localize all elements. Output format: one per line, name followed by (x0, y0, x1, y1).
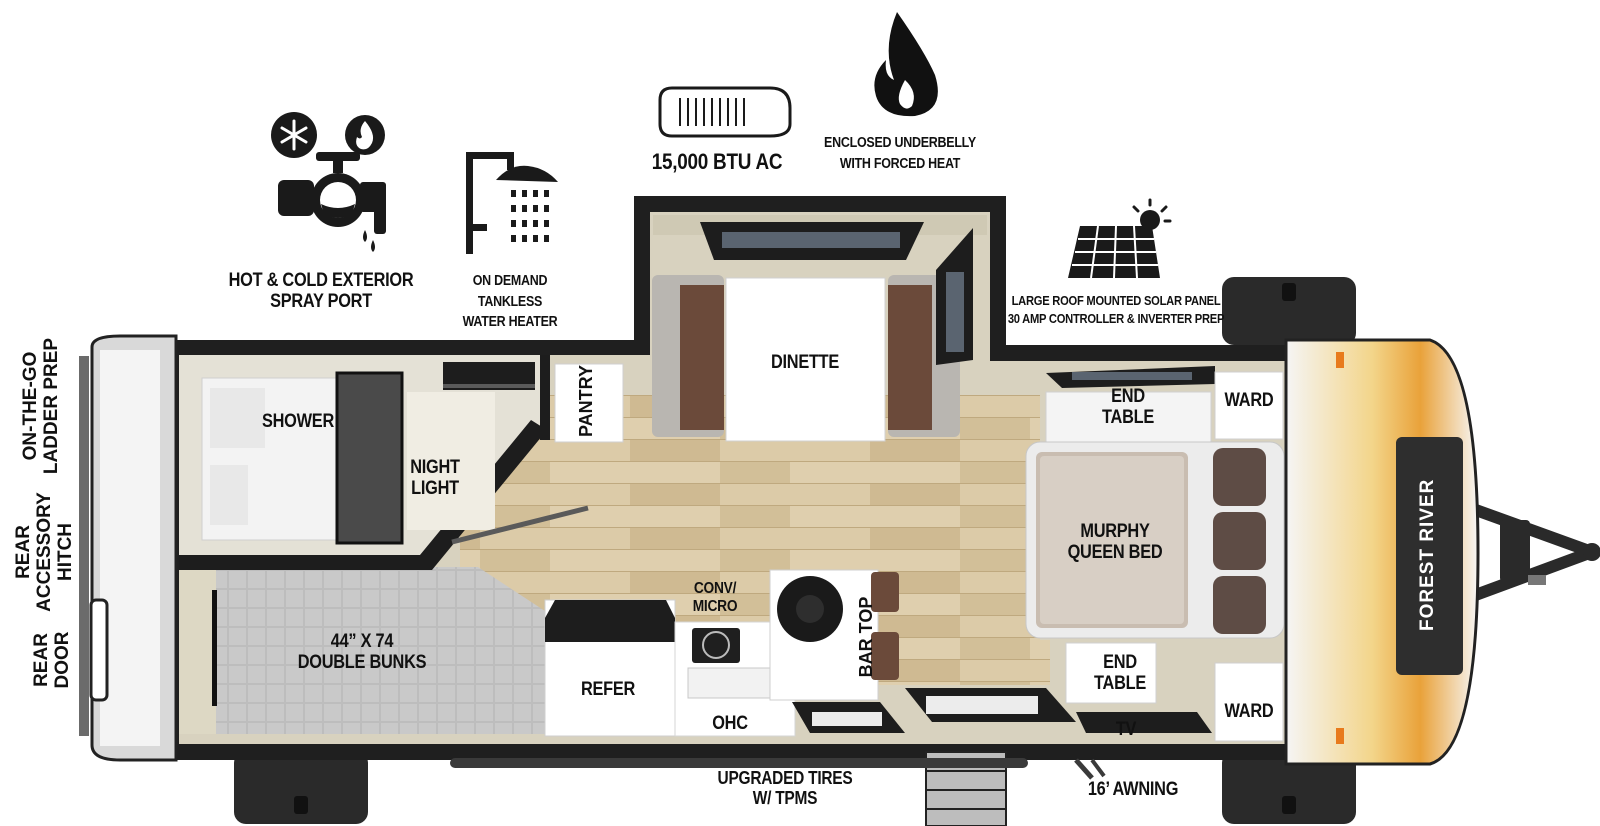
refer-label: REFER (580, 679, 636, 700)
ohc-label: OHC (712, 713, 748, 734)
solar-label: LARGE ROOF MOUNTED SOLAR PANEL 30 AMP CO… (1007, 293, 1225, 326)
ladder-prep-label: ON-THE-GO LADDER PREP (20, 337, 62, 475)
rear-cap (79, 334, 178, 762)
flame-small-icon (345, 115, 385, 155)
hitch-tongue (1456, 499, 1600, 606)
ac-label: 15,000 BTU AC (651, 149, 783, 174)
end-table-bottom-label: END TABLE (1094, 652, 1146, 695)
flame-icon (874, 12, 938, 117)
awning-rail (450, 758, 1028, 768)
rear-hitch-label: REAR ACCESSORY HITCH (13, 492, 76, 612)
awning-label: 16’ AWNING (1087, 779, 1179, 800)
end-table-top-label: END TABLE (1102, 386, 1154, 429)
spray-port-label: HOT & COLD EXTERIOR SPRAY PORT (228, 270, 414, 313)
solar-panel-icon (1068, 198, 1172, 279)
shower-label: SHOWER (262, 411, 334, 432)
wheels (234, 277, 1356, 824)
pantry-cabinet (554, 363, 624, 443)
bar-top-label: BAR TOP (856, 596, 876, 678)
tires-label: UPGRADED TIRES W/ TPMS (717, 768, 853, 809)
front-cap (1284, 338, 1480, 766)
dinette-label: DINETTE (770, 352, 840, 373)
shower-icon (466, 152, 558, 254)
kitchen (544, 569, 1076, 737)
murphy-bed-label: MURPHY QUEEN BED (1067, 521, 1163, 564)
ac-unit-icon (658, 86, 792, 138)
rear-door-label: REAR DOOR (31, 631, 73, 689)
underbelly-label: ENCLOSED UNDERBELLY WITH FORCED HEAT (824, 135, 976, 172)
dinette (652, 215, 987, 442)
ward-top-label: WARD (1224, 390, 1274, 411)
ward-bottom-label: WARD (1224, 701, 1274, 722)
bathroom (179, 355, 589, 570)
pantry-label: PANTRY (576, 365, 596, 437)
water-heater-label: ON DEMAND TANKLESS WATER HEATER (462, 273, 558, 331)
double-bunks-label: 44” X 74 DOUBLE BUNKS (297, 631, 427, 674)
bedroom (1025, 366, 1285, 742)
tv-label: TV (1115, 719, 1137, 740)
snowflake-icon (271, 112, 317, 158)
brand-logo-text: FOREST RIVER (1417, 478, 1438, 631)
night-light-label: NIGHT LIGHT (410, 457, 460, 500)
conv-micro-label: CONV/ MICRO (692, 580, 738, 615)
kitchen-floor (880, 640, 1050, 685)
bunk-floor (216, 567, 545, 734)
spray-port-icon (278, 152, 386, 252)
